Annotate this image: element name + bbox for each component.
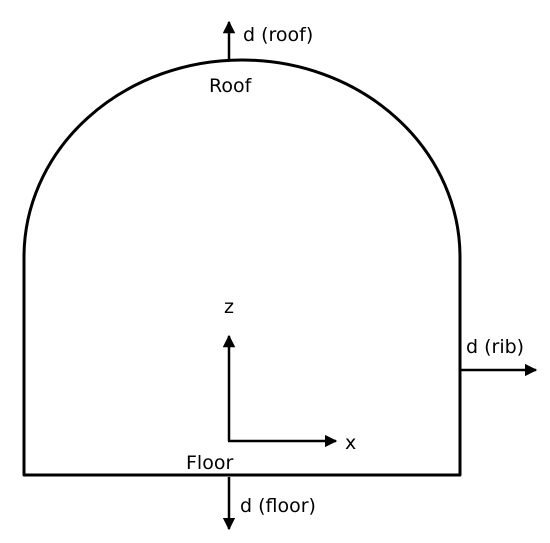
roof-displacement-label: d (roof) [243,24,313,46]
rib-displacement-label: d (rib) [466,336,524,358]
floor-displacement-label: d (floor) [240,495,316,517]
floor-label: Floor [186,452,233,474]
roof-label: Roof [209,75,253,97]
tunnel-outline [22,58,462,477]
z-axis-label: z [224,296,234,318]
x-axis-label: x [345,432,356,454]
